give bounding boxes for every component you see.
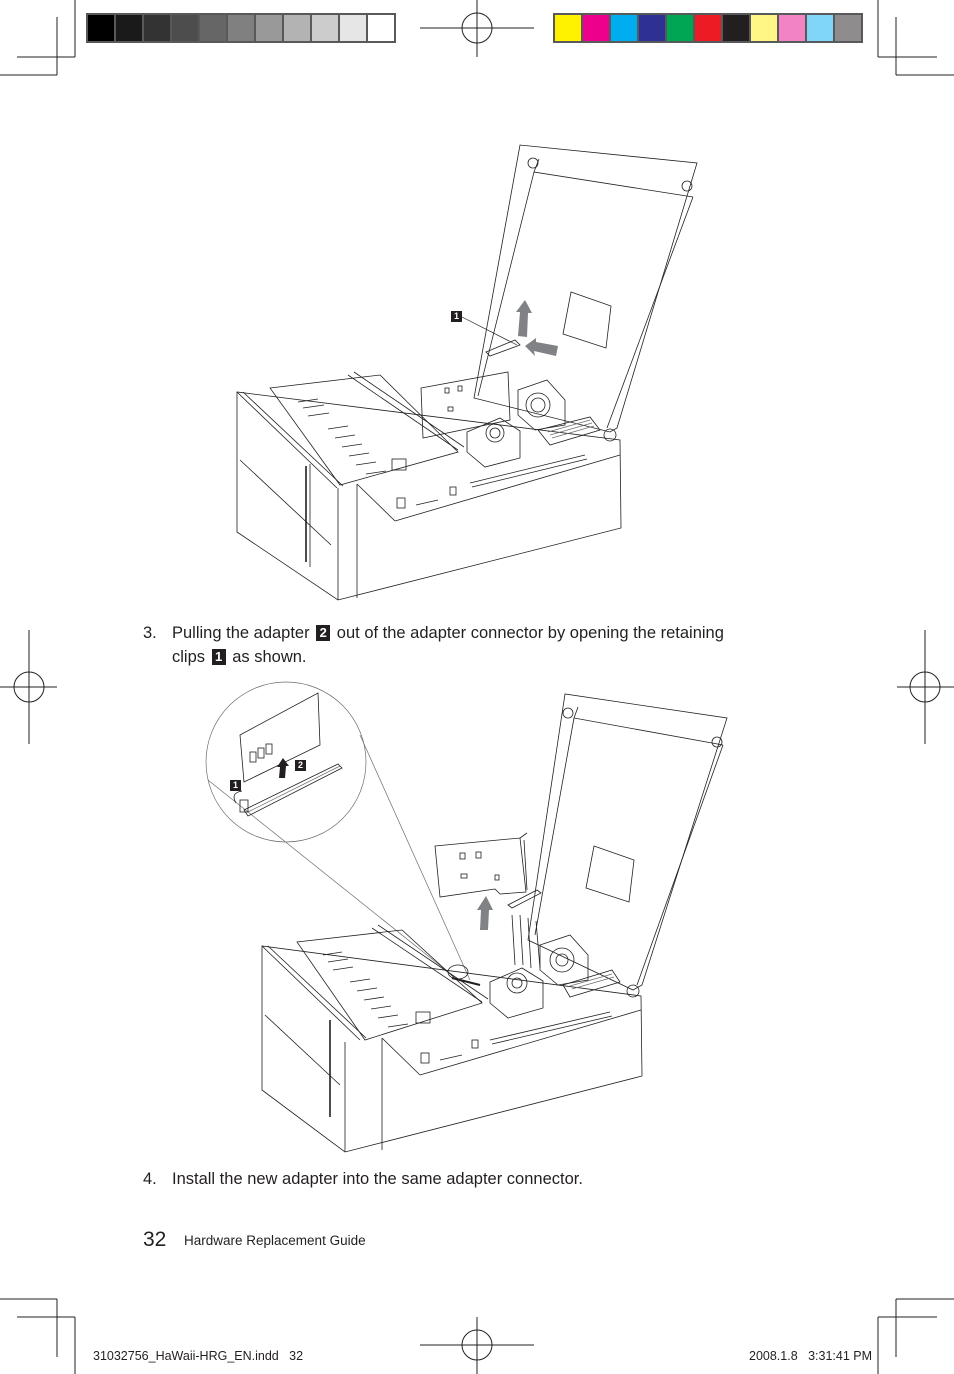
page-number: 32 bbox=[143, 1228, 167, 1251]
process-color-swatch bbox=[639, 15, 665, 41]
detail-magnifier-view bbox=[205, 681, 471, 981]
step-number: 4. bbox=[143, 1170, 157, 1188]
callout-badge-1: 1 bbox=[230, 780, 241, 791]
callout-badge-2: 2 bbox=[316, 625, 331, 641]
callout-leader-line bbox=[461, 316, 518, 346]
process-color-swatch bbox=[555, 15, 581, 41]
grayscale-swatch bbox=[200, 15, 226, 41]
grayscale-swatch bbox=[144, 15, 170, 41]
step-text: out of the adapter connector by opening … bbox=[336, 624, 724, 642]
grayscale-swatch bbox=[284, 15, 310, 41]
step-number: 3. bbox=[143, 624, 157, 642]
left-arrow-icon bbox=[525, 338, 558, 356]
grayscale-swatch bbox=[116, 15, 142, 41]
process-color-bar bbox=[553, 13, 863, 43]
figure-2-chassis bbox=[261, 693, 728, 1153]
callout-badge-1: 1 bbox=[211, 649, 226, 665]
process-color-swatch bbox=[695, 15, 721, 41]
step-4: 4. Install the new adapter into the same… bbox=[143, 1167, 783, 1193]
registration-mark-left bbox=[0, 630, 57, 744]
process-color-swatch bbox=[667, 15, 693, 41]
slug-file-name: 31032756_HaWaii-HRG_EN.indd 32 bbox=[93, 1349, 304, 1363]
grayscale-swatch bbox=[228, 15, 254, 41]
grayscale-swatch bbox=[340, 15, 366, 41]
registration-mark-top bbox=[420, 0, 534, 57]
registration-mark-bottom bbox=[420, 1317, 534, 1374]
grayscale-swatch bbox=[368, 15, 394, 41]
process-color-swatch bbox=[779, 15, 805, 41]
process-color-swatch bbox=[751, 15, 777, 41]
grayscale-swatch bbox=[312, 15, 338, 41]
up-arrow-icon bbox=[516, 300, 532, 337]
step-text: Pulling the adapter bbox=[172, 624, 310, 642]
process-color-swatch bbox=[723, 15, 749, 41]
step-text: Install the new adapter into the same ad… bbox=[172, 1170, 583, 1188]
callout-badge-2: 2 bbox=[295, 760, 306, 771]
slug-timestamp: 2008.1.8 3:31:41 PM bbox=[749, 1349, 873, 1363]
grayscale-swatch bbox=[88, 15, 114, 41]
process-color-swatch bbox=[835, 15, 861, 41]
grayscale-color-bar bbox=[86, 13, 396, 43]
process-color-swatch bbox=[611, 15, 637, 41]
process-color-swatch bbox=[583, 15, 609, 41]
figure-1-chassis bbox=[236, 144, 698, 601]
running-footer-title: Hardware Replacement Guide bbox=[184, 1233, 366, 1248]
step-text: as shown. bbox=[232, 648, 307, 666]
up-arrow-icon bbox=[477, 896, 493, 930]
step-3: 3. Pulling the adapter 2 out of the adap… bbox=[143, 621, 783, 671]
process-color-swatch bbox=[807, 15, 833, 41]
grayscale-swatch bbox=[256, 15, 282, 41]
step-text: clips bbox=[172, 648, 206, 666]
registration-mark-right bbox=[897, 630, 954, 744]
grayscale-swatch bbox=[172, 15, 198, 41]
callout-badge-1: 1 bbox=[451, 311, 462, 322]
